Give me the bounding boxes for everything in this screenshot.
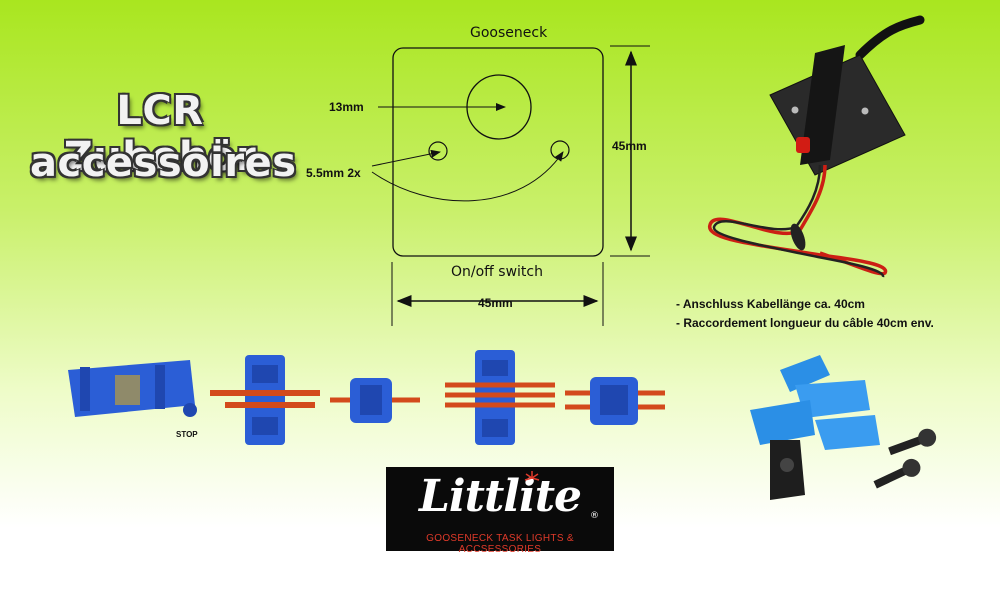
hole-small-label: 5.5mm 2x xyxy=(306,166,361,180)
switch-label: On/off switch xyxy=(451,264,543,280)
switch-product-image xyxy=(708,15,925,278)
loose-accessories-image xyxy=(750,355,937,500)
note-cable-de: - Anschluss Kabellänge ca. 40cm xyxy=(676,297,865,311)
mounting-plate-outline xyxy=(392,47,604,257)
registered-mark: ® xyxy=(590,511,599,521)
gooseneck-label: Gooseneck xyxy=(470,25,548,41)
connector-closed xyxy=(330,378,420,423)
brand-tagline: GOOSENECK TASK LIGHTS & ACCSESSORIES xyxy=(426,533,574,555)
page-title-line2: accessoires xyxy=(30,140,297,186)
connector-wired xyxy=(210,355,320,445)
brand-logo: Littlite ® GOOSENECK TASK LIGHTS & ACCSE… xyxy=(386,467,614,555)
brand-name: Littlite xyxy=(418,471,582,522)
connector-sequence xyxy=(68,350,665,445)
width-label: 45mm xyxy=(478,296,513,310)
hole-large-label: 13mm xyxy=(329,100,364,114)
stop-label: STOP xyxy=(176,430,198,439)
connector-closed-2 xyxy=(565,377,665,425)
page-title-line1: LCR Zubehör xyxy=(63,88,257,180)
leader-5mm xyxy=(371,149,441,167)
note-cable-fr: - Raccordement longueur du câble 40cm en… xyxy=(676,316,934,330)
screw-hole-left xyxy=(428,141,448,161)
sparkle-icon xyxy=(524,471,540,481)
connector-wired-2 xyxy=(445,350,555,445)
connector-open xyxy=(68,360,197,417)
height-label: 45mm xyxy=(612,139,647,153)
leader-5mm-curve xyxy=(371,151,564,202)
